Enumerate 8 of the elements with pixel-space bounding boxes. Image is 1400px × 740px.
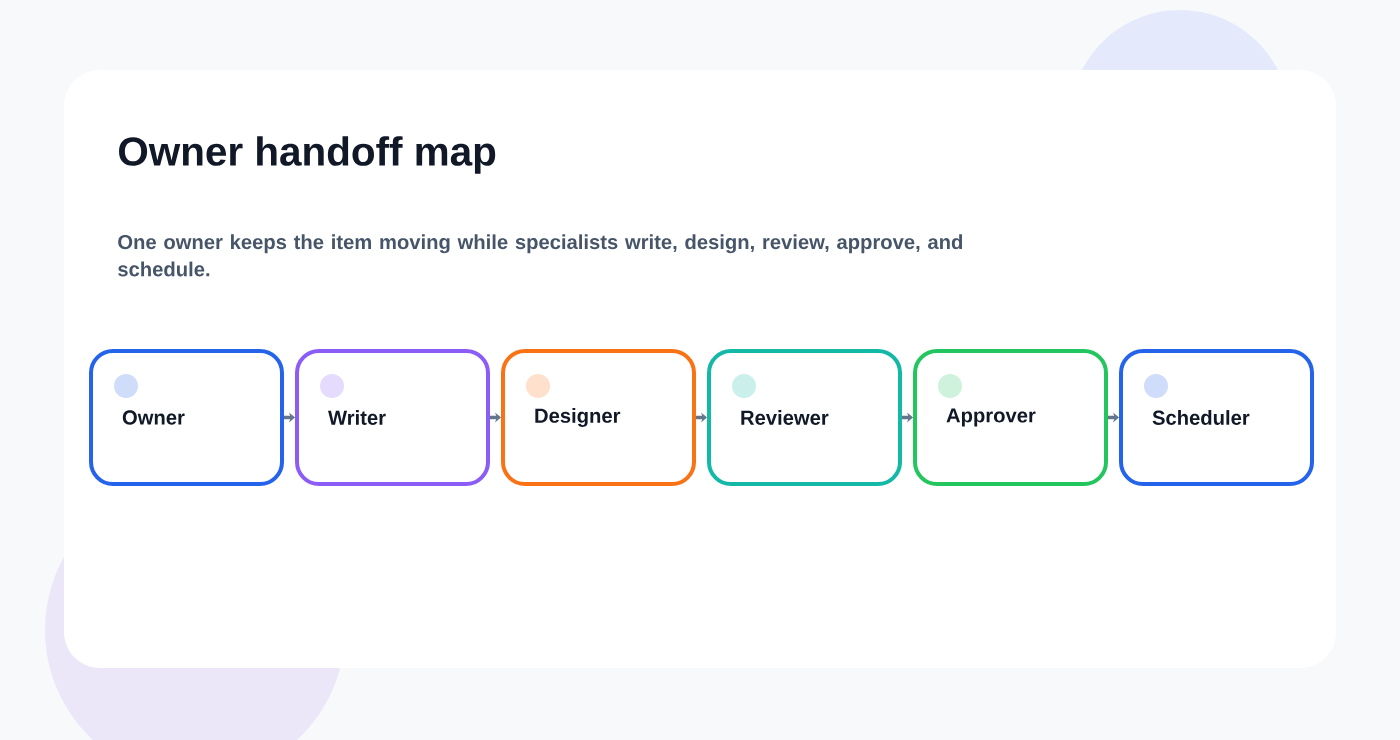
process-box: Writer bbox=[295, 349, 490, 486]
subtitle: One owner keeps the item moving while specialists write, design, review, approve, and schedule. bbox=[118, 234, 963, 277]
process-box: Approver bbox=[913, 349, 1108, 486]
process-box: Reviewer bbox=[707, 349, 902, 486]
process-box: Designer bbox=[501, 349, 696, 486]
process-box: Owner bbox=[89, 349, 284, 486]
title: Owner handoff map bbox=[119, 136, 496, 174]
process-box: Scheduler bbox=[1119, 349, 1314, 486]
